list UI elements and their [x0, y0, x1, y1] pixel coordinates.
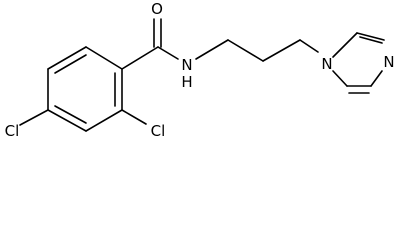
- bond: [47, 109, 87, 132]
- oxygen-atom-label: O: [151, 0, 163, 18]
- bond: [370, 70, 383, 87]
- double-bond-inner: [54, 105, 87, 124]
- bond: [85, 109, 123, 132]
- double-bond: [359, 36, 383, 44]
- imidazole-ring: [332, 32, 385, 94]
- benzene-ring: [47, 46, 123, 132]
- chemical-structure-diagram: O N H Cl Cl N N: [5, 0, 395, 138]
- bond: [356, 32, 385, 41]
- imidazole-n3-label: N: [383, 53, 394, 71]
- bond: [262, 39, 301, 62]
- amide-hydrogen-label: H: [181, 73, 192, 91]
- bond: [195, 39, 229, 60]
- imidazole-n1-label: N: [321, 55, 332, 73]
- bond: [332, 32, 358, 58]
- bond: [85, 46, 123, 70]
- amide-nitrogen-label: N: [181, 56, 192, 74]
- bond: [157, 46, 179, 60]
- bond: [47, 46, 87, 70]
- bond: [19, 109, 49, 126]
- chlorine-para-label: Cl: [5, 122, 20, 138]
- amide-group: [121, 18, 179, 70]
- bond: [332, 70, 348, 87]
- chloro-substituents: [19, 109, 147, 126]
- chlorine-ortho-label: Cl: [151, 122, 166, 138]
- bond: [121, 109, 147, 125]
- bond: [299, 39, 319, 53]
- double-bond-inner: [54, 54, 87, 74]
- propyl-chain: [195, 39, 319, 62]
- bond: [227, 39, 264, 62]
- bond: [121, 46, 159, 70]
